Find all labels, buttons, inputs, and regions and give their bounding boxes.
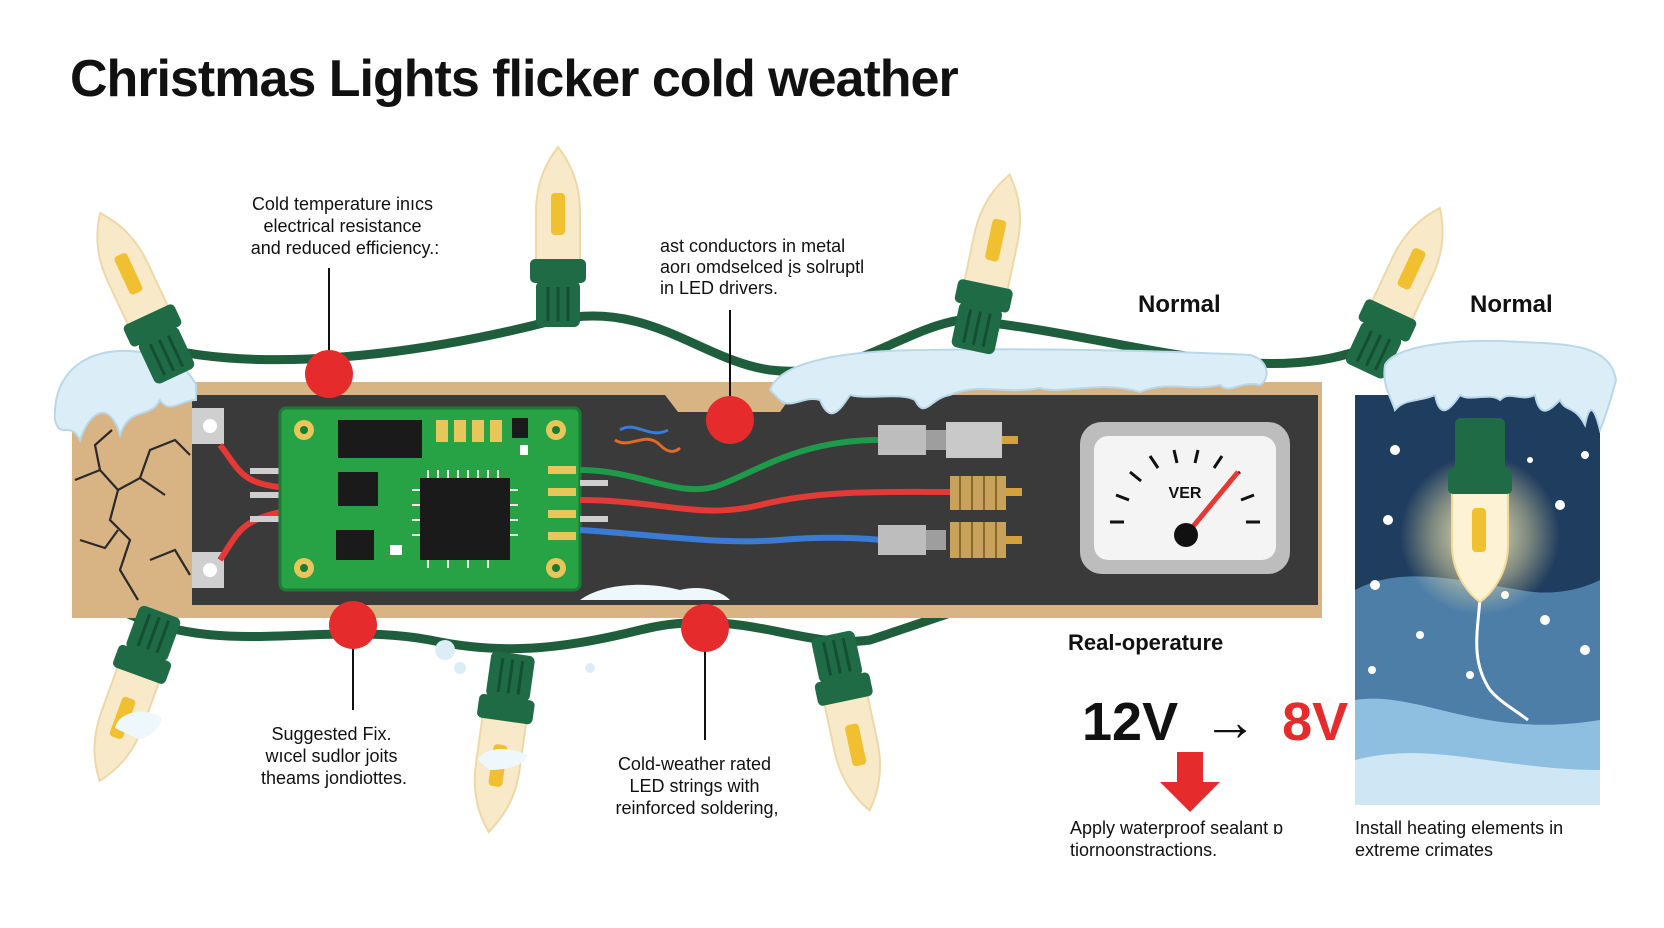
note-cold-resistance: Cold temperature inıcs electrical resist… [251,194,439,258]
top-wire [148,311,1362,376]
marker-solder [329,601,377,649]
voltage-arrow: → [1203,692,1257,752]
gauge-label: VER [1169,485,1202,502]
marker-conductors [706,396,754,444]
real-operature-label: Real-operature [1068,630,1223,655]
down-arrow-icon [1160,752,1220,812]
bottom-wire [117,580,1032,654]
connector-top [878,422,1018,458]
page-title: Christmas Lights flicker cold weather [70,50,958,108]
voltage-from: 12V [1082,692,1178,752]
connector-bottom [878,522,1022,558]
bulb-bottom-3 [803,627,899,818]
voltage-readout: 12V → 8V [1082,692,1348,752]
marker-rated [681,604,729,652]
marker-resistance [305,350,353,398]
snow-scene-panel [1355,339,1618,805]
note-suggested-fix: Suggested Fix. wıcel sudlor joits theams… [261,724,407,788]
normal-label-left: Normal [1138,291,1221,318]
note-rated-strings: Cold-weather rated LED strings with rein… [615,754,778,818]
note-heating: Install heating elements in extreme crim… [1355,818,1568,860]
bulb-bottom-2 [459,648,543,838]
pcb-board [278,406,582,592]
voltage-to: 8V [1282,692,1348,752]
snow-middle [768,348,1268,415]
note-sealant: Apply waterproof sealant ɒ tiornoonstrac… [1070,818,1288,860]
bulb-bottom-1 [71,600,190,792]
connector-middle [950,476,1022,510]
crack-lines [74,429,191,601]
voltage-gauge: VER [1080,422,1290,574]
bulb-top-2 [528,145,588,329]
note-conductors: ast conductors in metal aorı omdselced į… [660,236,869,298]
normal-label-right: Normal [1470,291,1553,318]
